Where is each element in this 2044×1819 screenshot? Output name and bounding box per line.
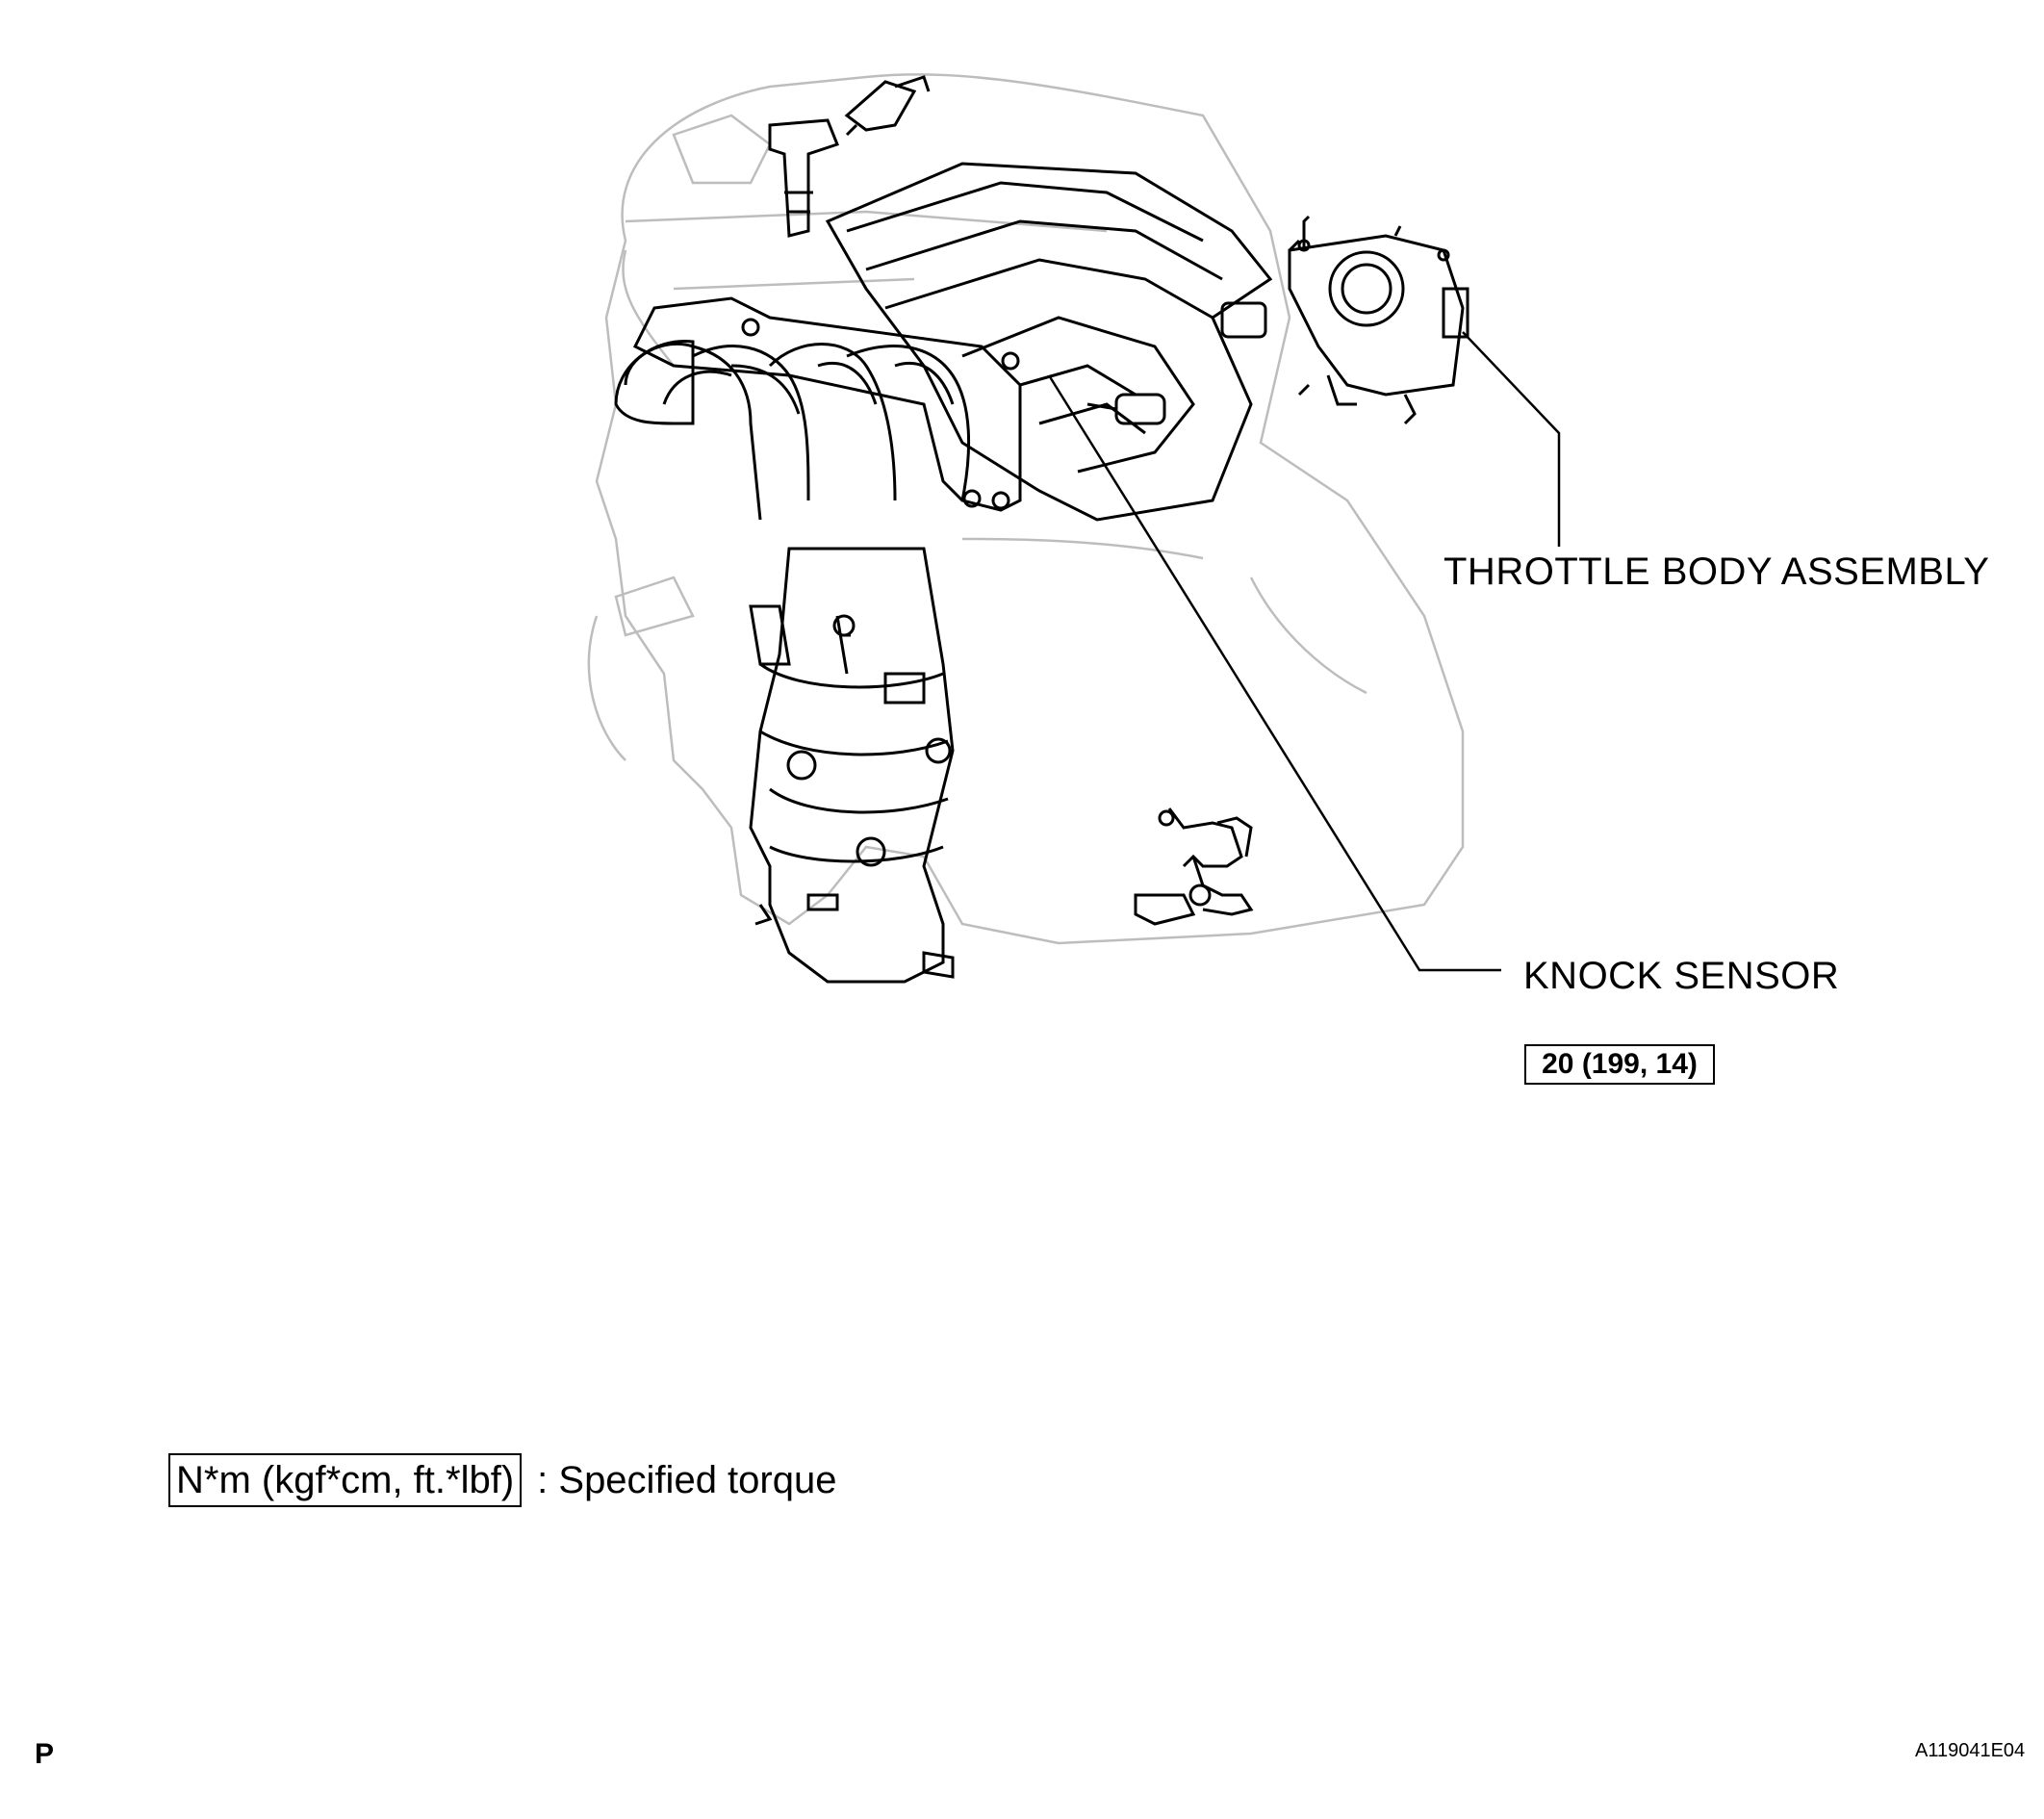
figure-code: A119041E04 bbox=[1915, 1740, 2026, 1761]
leader-lines bbox=[1047, 331, 1561, 972]
torque-legend: N*m (kgf*cm, ft.*lbf) : Specified torque bbox=[168, 1453, 836, 1507]
throttle-leader-line bbox=[1462, 331, 1561, 547]
legend-description: : Specified torque bbox=[537, 1458, 837, 1501]
engine-block-outline bbox=[587, 73, 1465, 945]
throttle-body-drawing bbox=[1220, 215, 1469, 425]
throttle-body-label: THROTTLE BODY ASSEMBLY bbox=[1444, 551, 1990, 593]
knock-sensor-drawing bbox=[1134, 807, 1254, 926]
torque-spec-box: 20 (199, 14) bbox=[1524, 1044, 1715, 1085]
exhaust-manifold bbox=[614, 296, 1022, 521]
knock-sensor-leader-line bbox=[1047, 374, 1501, 972]
corner-mark: P bbox=[35, 1738, 55, 1770]
knock-sensor-label: KNOCK SENSOR bbox=[1523, 955, 1840, 997]
legend-unit-box: N*m (kgf*cm, ft.*lbf) bbox=[168, 1453, 523, 1507]
catalytic-converter bbox=[749, 547, 955, 984]
intake-manifold bbox=[825, 162, 1273, 522]
ignition-coils bbox=[768, 75, 931, 238]
